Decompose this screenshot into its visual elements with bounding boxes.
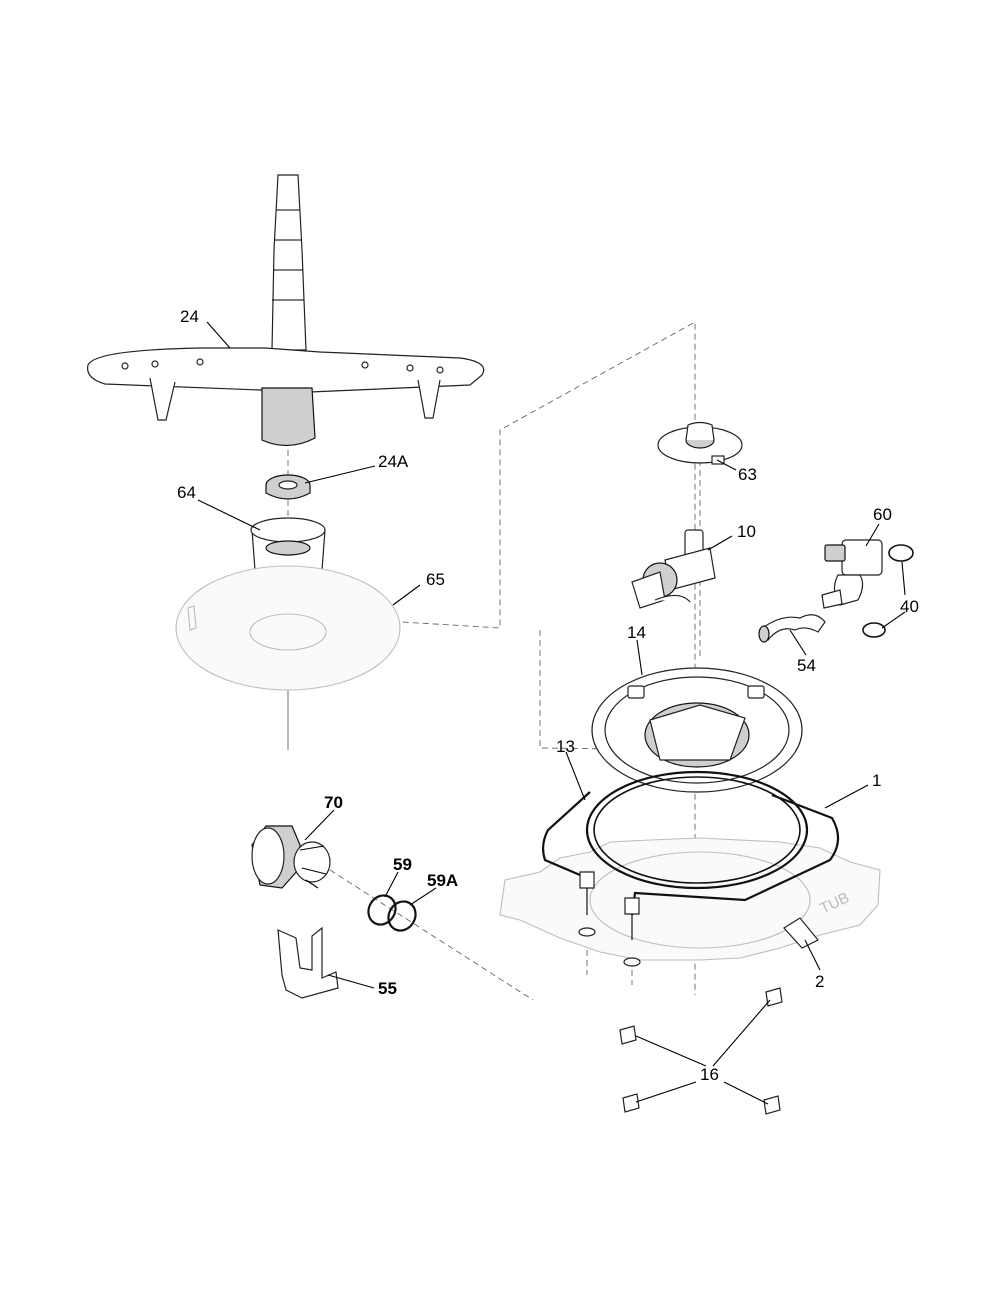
mounting-isolators [619,987,783,1115]
sump-housing [591,667,803,793]
callout-55: 55 [378,979,397,998]
callout-59a: 59A [427,871,458,890]
hose-clamps [862,544,914,638]
callout-54: 54 [797,656,816,675]
filter-plate [175,565,401,691]
callout-60: 60 [873,505,892,524]
callout-13: 13 [556,737,575,756]
callout-1: 1 [872,771,881,790]
callout-10: 10 [737,522,756,541]
callout-59: 59 [393,855,412,874]
motor-bracket [277,926,339,999]
callout-14: 14 [627,623,646,642]
callout-70: 70 [324,793,343,812]
callout-65: 65 [426,570,445,589]
callout-24a: 24A [378,452,409,471]
callout-40: 40 [900,597,919,616]
wash-arm-mount [657,421,743,465]
callout-labels: 24 24A 64 65 63 10 60 40 54 14 13 1 2 16… [177,307,919,1084]
callout-leaders [197,321,906,1105]
callout-24: 24 [180,307,199,326]
circulation-motor [251,825,331,889]
drain-hose [758,614,826,643]
filter-hub [250,517,326,579]
callout-2: 2 [815,972,824,991]
heating-element [541,791,840,967]
element-bracket [783,917,819,949]
sump-gasket [585,770,809,890]
motor-o-rings [367,894,417,932]
tub-outline: TUB [499,837,881,961]
callout-16: 16 [700,1065,719,1084]
spray-arm-bearing [265,474,311,500]
drain-pump [821,539,883,609]
callout-64: 64 [177,483,196,502]
spray-arm [87,174,485,447]
callout-63: 63 [738,465,757,484]
heater-valve [631,529,716,609]
